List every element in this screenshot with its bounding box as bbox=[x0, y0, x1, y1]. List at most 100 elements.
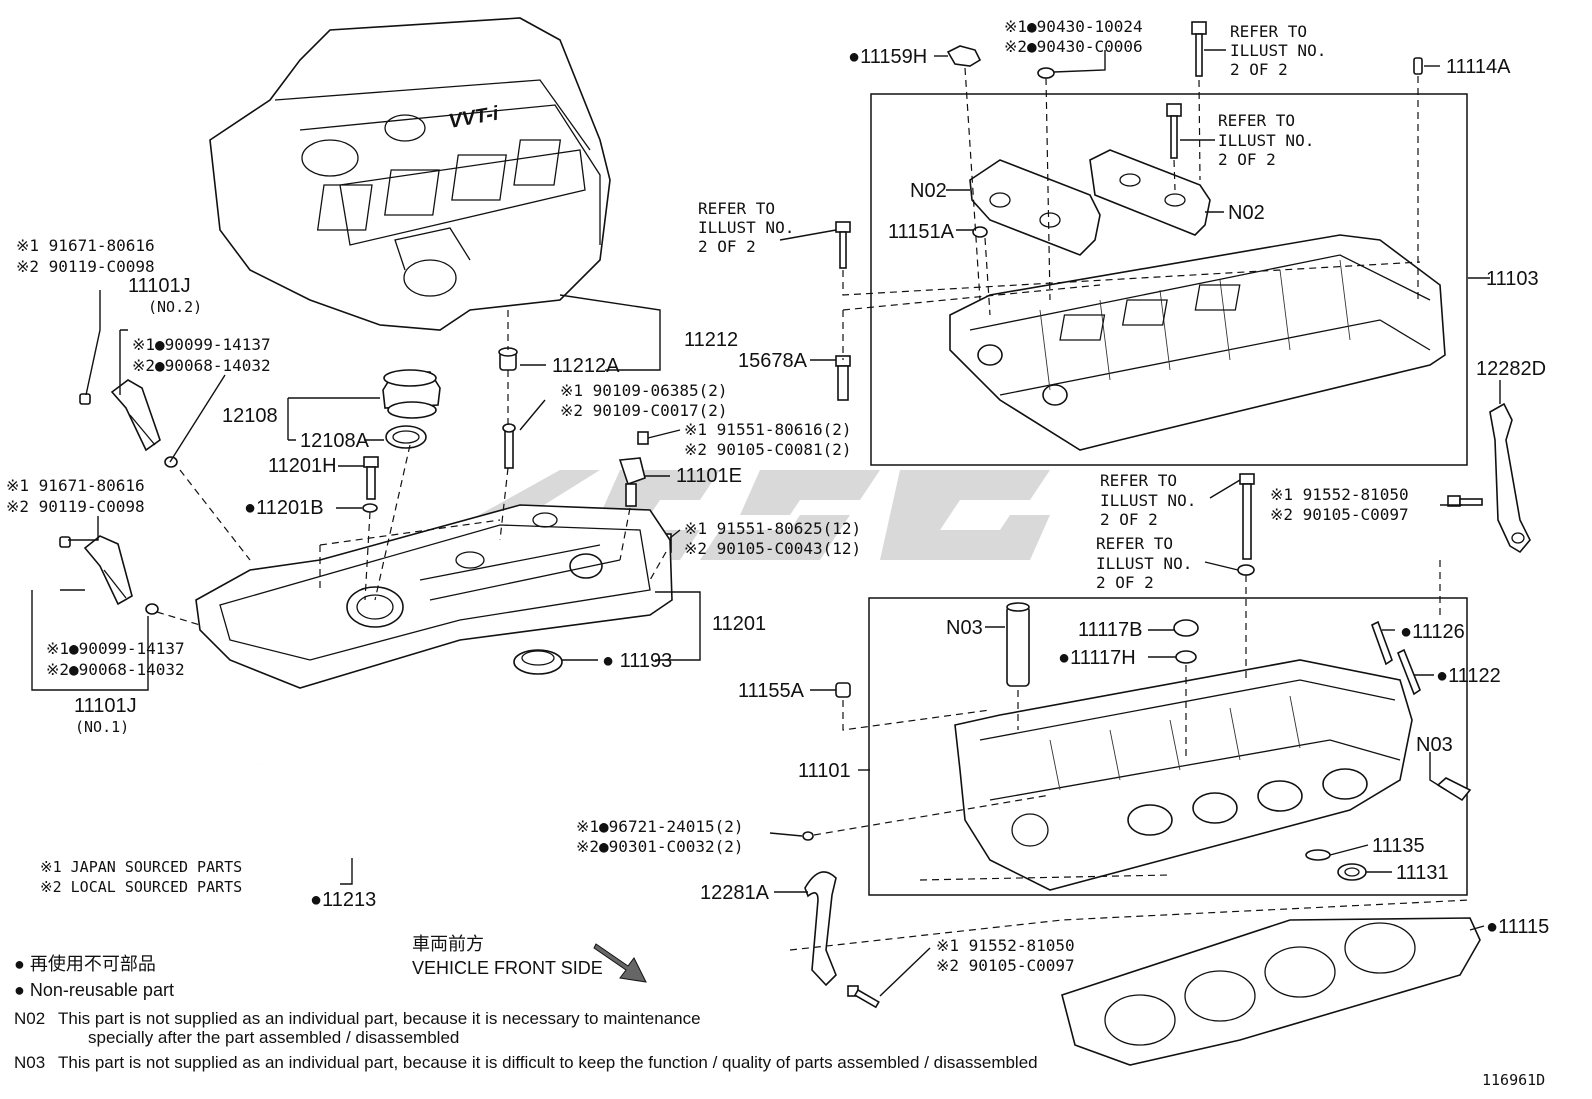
label-11117b: 11117B bbox=[1078, 619, 1143, 641]
code-90099-a: ※1●90099-14137 bbox=[132, 335, 271, 354]
label-11101j-no2-sub: (NO.2) bbox=[148, 298, 202, 316]
label-11101j-no1-sub: (NO.1) bbox=[75, 718, 129, 736]
vehicle-front-jp: 車両前方 bbox=[412, 934, 484, 954]
label-11212a: 11212A bbox=[552, 355, 620, 377]
head-bolt-drawing bbox=[1237, 473, 1255, 576]
camshaft-housing-drawing bbox=[949, 234, 1446, 451]
refer-b-l1: REFER TO bbox=[1218, 111, 1295, 130]
cylinder-head-drawing bbox=[954, 659, 1413, 891]
code-91551-a: ※1 91551-80616(2) bbox=[684, 420, 852, 439]
label-11101j-no2: 11101J bbox=[128, 275, 191, 297]
oil-control-valve-no1-drawing bbox=[59, 535, 159, 615]
legend-local: ※2 LOCAL SOURCED PARTS bbox=[40, 878, 242, 896]
code-91552-b: ※1 91552-81050 bbox=[936, 936, 1075, 955]
label-11151a: 11151A bbox=[888, 221, 955, 243]
code-90109-2: ※2 90109-C0017(2) bbox=[560, 401, 728, 420]
code-90430-2: ※2●90430-C0006 bbox=[1004, 37, 1143, 56]
refer-a-l2: ILLUST NO. bbox=[1230, 41, 1326, 60]
note-n03-code: N03 bbox=[14, 1053, 45, 1072]
label-11101j-no1: 11101J bbox=[74, 695, 137, 717]
code-96721: ※1●96721-24015(2) bbox=[576, 817, 744, 836]
small-parts-top bbox=[835, 21, 1423, 401]
label-11155a: 11155A bbox=[738, 680, 805, 702]
label-12108a: 12108A bbox=[300, 430, 370, 452]
legend-nonreusable-en: ● Non-reusable part bbox=[14, 980, 174, 1000]
label-11114a: 11114A bbox=[1446, 56, 1511, 78]
head-gasket-drawing bbox=[1061, 917, 1481, 1066]
bracket-12282d-drawing bbox=[1447, 402, 1531, 554]
footnotes: N02 This part is not supplied as an indi… bbox=[14, 1009, 1545, 1089]
vehicle-front-arrow-icon bbox=[593, 943, 647, 983]
code-90105-d: ※2 90105-C0097 bbox=[936, 956, 1075, 975]
label-11193: ● 11193 bbox=[602, 650, 672, 672]
leader-lines bbox=[31, 49, 1501, 997]
bolt-11201h-drawing bbox=[362, 456, 379, 513]
label-11135: 11135 bbox=[1372, 835, 1425, 857]
label-n02-b: N02 bbox=[1228, 202, 1265, 224]
label-11117h: ●11117H bbox=[1058, 647, 1136, 669]
refer-c-l1: REFER TO bbox=[698, 199, 775, 218]
pipe-12281a-drawing bbox=[804, 871, 880, 1009]
legend-japan: ※1 JAPAN SOURCED PARTS bbox=[40, 858, 242, 876]
refer-c-l2: ILLUST NO. bbox=[698, 218, 794, 237]
refer-c-l3: 2 OF 2 bbox=[698, 237, 756, 256]
label-11201h: 11201H bbox=[268, 455, 337, 477]
cylinder-head-parts-drawing bbox=[802, 602, 1472, 881]
label-12282d: 12282D bbox=[1476, 358, 1546, 380]
label-12281a: 12281A bbox=[700, 882, 770, 904]
code-90119-a: ※2 90119-C0098 bbox=[16, 257, 155, 276]
label-11159h: ●11159H bbox=[848, 46, 927, 68]
legend-nonreusable-jp: ● 再使用不可部品 bbox=[14, 954, 156, 974]
label-11103: 11103 bbox=[1486, 268, 1539, 290]
refer-notes: REFER TO ILLUST NO. 2 OF 2 REFER TO ILLU… bbox=[698, 22, 1326, 592]
illustration-id: 116961D bbox=[1482, 1071, 1545, 1089]
code-90119-b: ※2 90119-C0098 bbox=[6, 497, 145, 516]
head-cover-drawing bbox=[195, 504, 673, 689]
oil-control-valve-no2-drawing bbox=[79, 379, 178, 468]
label-n02-a: N02 bbox=[910, 180, 947, 202]
seal-11193-drawing bbox=[513, 649, 563, 675]
refer-e-l1: REFER TO bbox=[1096, 534, 1173, 553]
code-90105-c: ※2 90105-C0097 bbox=[1270, 505, 1409, 524]
label-11101: 11101 bbox=[798, 760, 851, 782]
refer-e-l3: 2 OF 2 bbox=[1096, 573, 1154, 592]
refer-d-l1: REFER TO bbox=[1100, 471, 1177, 490]
refer-b-l2: ILLUST NO. bbox=[1218, 131, 1314, 150]
code-91671-a: ※1 91671-80616 bbox=[16, 236, 155, 255]
part-codes: ※1 91671-80616 ※2 90119-C0098 ※1●90099-1… bbox=[6, 17, 1409, 975]
oil-filler-cap-drawing bbox=[382, 369, 441, 449]
part-labels: 11212 11212A 12108 12108A 11201H ●11201B… bbox=[74, 46, 1549, 938]
code-90109-1: ※1 90109-06385(2) bbox=[560, 381, 728, 400]
code-90068-a: ※2●90068-14032 bbox=[132, 356, 271, 375]
refer-d-l3: 2 OF 2 bbox=[1100, 510, 1158, 529]
code-90301: ※2●90301-C0032(2) bbox=[576, 837, 744, 856]
note-n02-line2: specially after the part assembled / dis… bbox=[88, 1028, 459, 1047]
code-91551-b: ※1 91551-80625(12) bbox=[684, 519, 861, 538]
code-91552-a: ※1 91552-81050 bbox=[1270, 485, 1409, 504]
label-11201: 11201 bbox=[712, 613, 766, 635]
label-12108: 12108 bbox=[222, 405, 278, 427]
vehicle-front-en: VEHICLE FRONT SIDE bbox=[412, 958, 603, 978]
refer-a-l3: 2 OF 2 bbox=[1230, 60, 1288, 79]
assembly-lines bbox=[156, 67, 1471, 951]
refer-a-l1: REFER TO bbox=[1230, 22, 1307, 41]
engine-cover-drawing: VVT-i bbox=[209, 17, 611, 331]
code-90068-b: ※2●90068-14032 bbox=[46, 660, 185, 679]
label-11101e: 11101E bbox=[676, 465, 742, 487]
label-11126: ●11126 bbox=[1400, 621, 1465, 643]
label-11115: ●11115 bbox=[1486, 916, 1549, 938]
note-n03-line1: This part is not supplied as an individu… bbox=[58, 1053, 1038, 1072]
camshaft-housing-box bbox=[870, 93, 1468, 466]
refer-d-l2: ILLUST NO. bbox=[1100, 491, 1196, 510]
label-11131: 11131 bbox=[1396, 862, 1449, 884]
cylinder-head-box bbox=[868, 597, 1468, 896]
code-90105-a: ※2 90105-C0081(2) bbox=[684, 440, 852, 459]
refer-e-l2: ILLUST NO. bbox=[1096, 554, 1192, 573]
code-90430-1: ※1●90430-10024 bbox=[1004, 17, 1143, 36]
code-91671-b: ※1 91671-80616 bbox=[6, 476, 145, 495]
note-n02-line1: This part is not supplied as an individu… bbox=[58, 1009, 701, 1028]
label-11213: ●11213 bbox=[310, 889, 376, 911]
label-n03-a: N03 bbox=[946, 617, 983, 639]
gasket-11213-drawing bbox=[208, 688, 667, 852]
code-90099-b: ※1●90099-14137 bbox=[46, 639, 185, 658]
